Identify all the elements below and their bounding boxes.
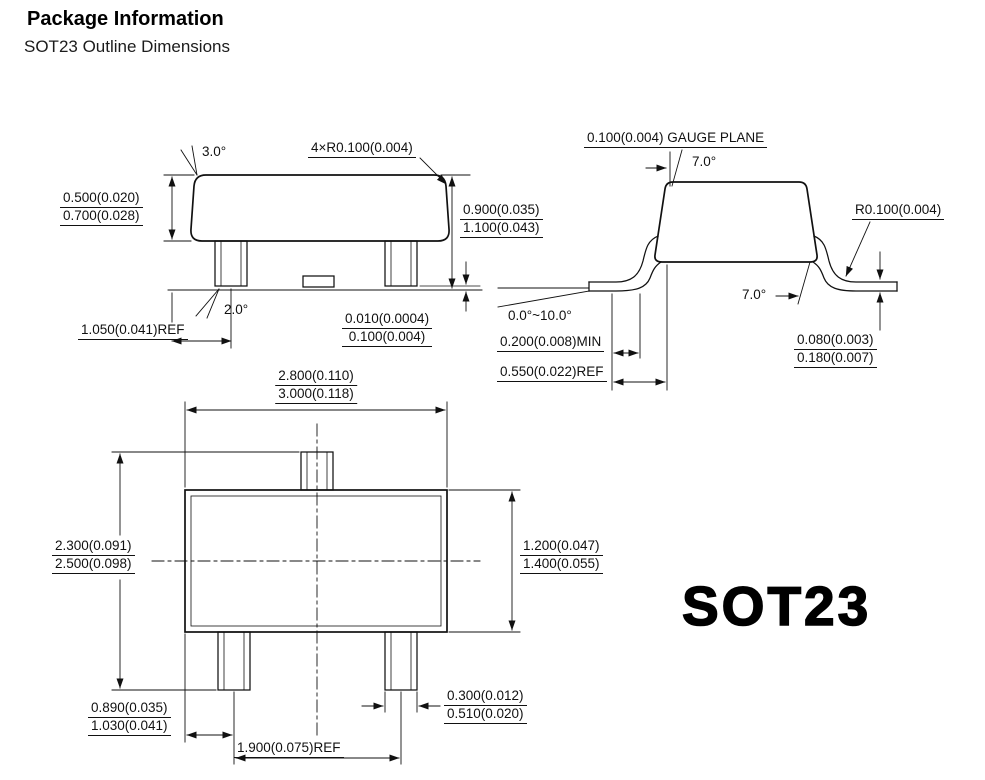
dim-front-draft-angle-bottom: 2.0° [222,302,250,318]
dim-max: 0.180(0.007) [794,350,877,368]
dim-front-standoff: 0.010(0.0004) 0.100(0.004) [342,311,433,347]
dim-max: 0.100(0.004) [342,329,433,347]
package-name-label: SOT23 [681,574,872,638]
dim-value: 1.900(0.075)REF [234,740,344,758]
dim-side-lead-thickness: 0.080(0.003) 0.180(0.007) [794,332,877,368]
dim-max: 0.700(0.028) [60,208,143,226]
dim-front-draft-angle-top: 3.0° [200,144,228,160]
top-view-geometry [111,401,521,765]
dim-side-foot-length-min: 0.200(0.008)MIN [497,334,605,352]
dim-top-lead-span: 2.300(0.091) 2.500(0.098) [52,538,135,574]
dim-front-overall-height: 0.900(0.035) 1.100(0.043) [460,202,543,238]
dim-min: 0.890(0.035) [88,700,171,718]
dim-top-lead-width: 0.300(0.012) 0.510(0.020) [444,688,527,724]
dim-value: 7.0° [742,287,767,302]
dim-side-foot-length-ref: 0.550(0.022)REF [497,364,607,382]
dim-side-lead-radius: R0.100(0.004) [852,202,945,220]
dim-max: 1.400(0.055) [520,556,603,574]
dim-side-foot-angle-range: 0.0°~10.0° [506,308,574,324]
dim-value: 0.100(0.004) GAUGE PLANE [584,130,768,148]
dim-top-body-width: 2.800(0.110) 3.000(0.118) [275,368,357,404]
dim-value: R0.100(0.004) [852,202,945,220]
dim-max: 1.100(0.043) [460,220,543,238]
dim-value: 3.0° [202,144,227,159]
side-view-geometry [497,149,898,391]
dim-side-lead-angle-inner: 7.0° [740,287,768,303]
dim-min: 0.010(0.0004) [342,311,433,329]
dim-min: 0.080(0.003) [794,332,877,350]
dim-value: 0.0°~10.0° [508,308,572,323]
dim-max: 0.510(0.020) [444,706,527,724]
dim-side-lead-angle-top: 7.0° [690,154,718,170]
dim-value: 7.0° [692,154,717,169]
dim-min: 1.200(0.047) [520,538,603,556]
dim-min: 0.900(0.035) [460,202,543,220]
dim-max: 1.030(0.041) [88,718,171,736]
dim-front-corner-radius: 4×R0.100(0.004) [308,140,416,158]
dim-front-lead-ref: 1.050(0.041)REF [78,322,188,340]
page-subtitle: SOT23 Outline Dimensions [24,37,230,56]
page-title: Package Information [27,8,224,30]
dim-front-body-side: 0.500(0.020) 0.700(0.028) [60,190,143,226]
dim-side-gauge-plane: 0.100(0.004) GAUGE PLANE [584,130,768,148]
dim-value: 4×R0.100(0.004) [308,140,416,158]
dim-top-lead-pitch-ref: 1.900(0.075)REF [234,740,344,758]
dim-min: 0.500(0.020) [60,190,143,208]
dim-min: 0.300(0.012) [444,688,527,706]
dim-value: 2.0° [224,302,249,317]
front-view-geometry [163,145,483,349]
dim-value: 1.050(0.041)REF [78,322,188,340]
dim-min: 2.800(0.110) [275,368,357,386]
dim-value: 0.550(0.022)REF [497,364,607,382]
dim-top-body-depth: 1.200(0.047) 1.400(0.055) [520,538,603,574]
dim-min: 2.300(0.091) [52,538,135,556]
dim-max: 3.000(0.118) [275,386,357,404]
dim-top-edge-to-lead: 0.890(0.035) 1.030(0.041) [88,700,171,736]
dim-max: 2.500(0.098) [52,556,135,574]
dim-value: 0.200(0.008)MIN [497,334,605,352]
